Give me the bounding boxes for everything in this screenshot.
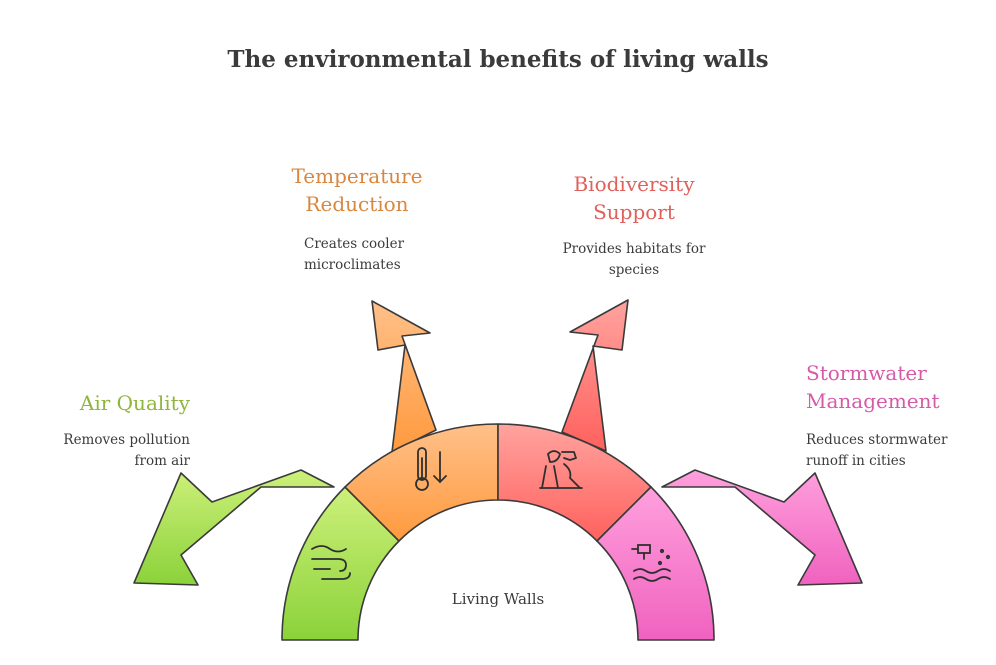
center-label: Living Walls bbox=[451, 590, 545, 608]
birds-habitat-icon bbox=[539, 450, 583, 489]
segment-biodiversity-support bbox=[497, 299, 652, 542]
diagram-title: The environmental benefits of living wal… bbox=[227, 46, 769, 73]
segment-air-quality bbox=[133, 469, 400, 641]
air-quality-description: Removes pollution from air bbox=[63, 432, 190, 469]
temperature-reduction-heading: Temperature Reduction bbox=[291, 164, 423, 216]
stormwater-management-heading: Stormwater Management bbox=[806, 361, 940, 413]
rain-pipe-icon bbox=[631, 544, 671, 582]
stormwater-management-description: Reduces stormwater runoff in cities bbox=[806, 432, 948, 469]
biodiversity-support-description: Provides habitats for species bbox=[562, 241, 706, 278]
segment-temperature-reduction bbox=[344, 300, 499, 542]
segment-stormwater-management bbox=[596, 469, 863, 641]
thermometer-down-icon bbox=[415, 447, 447, 491]
air-quality-heading: Air Quality bbox=[79, 391, 190, 415]
wind-icon bbox=[311, 545, 351, 580]
temperature-reduction-description: Creates cooler microclimates bbox=[304, 236, 405, 273]
biodiversity-support-heading: Biodiversity Support bbox=[573, 172, 695, 224]
